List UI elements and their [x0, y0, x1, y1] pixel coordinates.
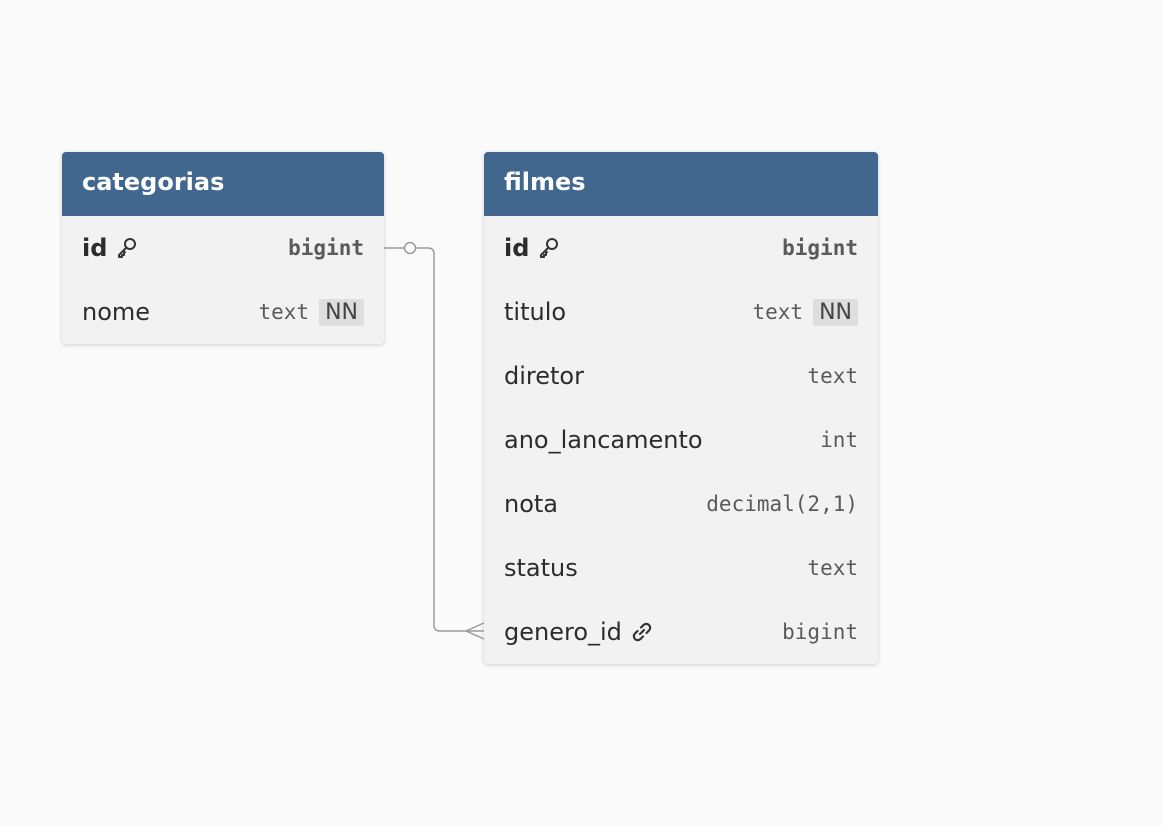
column-row-ano-lancamento[interactable]: ano_lancamento int — [484, 408, 878, 472]
column-row-titulo[interactable]: titulo text NN — [484, 280, 878, 344]
column-row-diretor[interactable]: diretor text — [484, 344, 878, 408]
table-categorias[interactable]: categorias id bigint nome text NN — [62, 152, 384, 344]
column-type: text — [807, 364, 858, 388]
table-filmes[interactable]: filmes id bigint titulo text NN diretor … — [484, 152, 878, 664]
key-icon — [115, 236, 139, 260]
column-row-genero-id[interactable]: genero_id bigint — [484, 600, 878, 664]
column-name: nota — [504, 490, 559, 518]
column-type: decimal(2,1) — [706, 492, 858, 516]
column-name: ano_lancamento — [504, 426, 703, 454]
column-type: text — [807, 556, 858, 580]
column-type: text NN — [259, 298, 364, 326]
column-name: status — [504, 554, 578, 582]
column-type: bigint — [782, 620, 858, 644]
link-icon — [630, 620, 654, 644]
zero-or-one-marker — [403, 241, 417, 255]
column-name: genero_id — [504, 618, 654, 646]
column-type: bigint — [782, 236, 858, 260]
column-row-nome[interactable]: nome text NN — [62, 280, 384, 344]
crows-foot-marker — [465, 622, 485, 640]
relationship-line[interactable] — [384, 247, 484, 632]
column-name: nome — [82, 298, 151, 326]
column-name: id — [504, 234, 561, 262]
table-header-categorias[interactable]: categorias — [62, 152, 384, 216]
key-icon — [537, 236, 561, 260]
column-row-id[interactable]: id bigint — [62, 216, 384, 280]
column-name: id — [82, 234, 139, 262]
column-name: diretor — [504, 362, 584, 390]
not-null-badge: NN — [319, 298, 364, 326]
column-type: bigint — [288, 236, 364, 260]
column-row-status[interactable]: status text — [484, 536, 878, 600]
column-row-id[interactable]: id bigint — [484, 216, 878, 280]
column-row-nota[interactable]: nota decimal(2,1) — [484, 472, 878, 536]
column-type: text NN — [753, 298, 858, 326]
column-type: int — [820, 428, 858, 452]
column-name: titulo — [504, 298, 567, 326]
not-null-badge: NN — [813, 298, 858, 326]
table-header-filmes[interactable]: filmes — [484, 152, 878, 216]
